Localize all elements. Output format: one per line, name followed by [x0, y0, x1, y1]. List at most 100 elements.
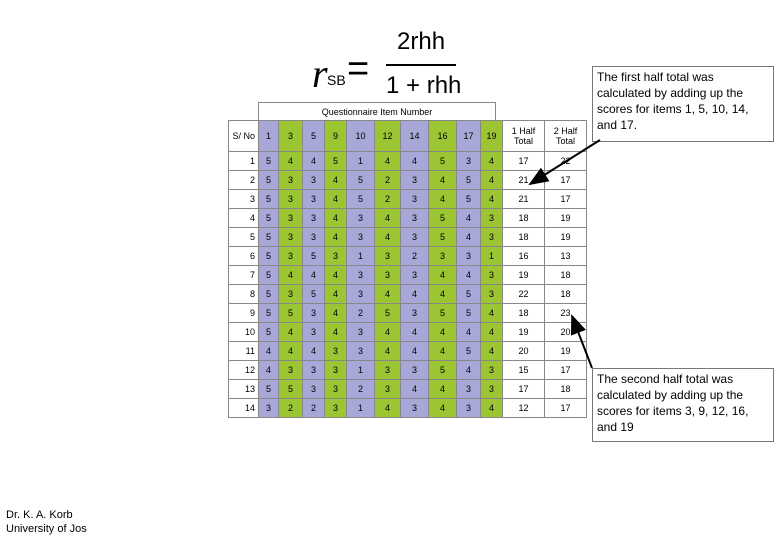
- first-half-total: 15: [502, 360, 545, 380]
- item-score: 3: [456, 379, 481, 399]
- formula-fraction-bar: [386, 64, 456, 66]
- item-score: 3: [302, 227, 325, 247]
- row-number: 8: [228, 284, 259, 304]
- item-score: 3: [374, 379, 401, 399]
- item-score: 3: [324, 398, 347, 418]
- second-half-total: 17: [544, 189, 587, 209]
- half-total-header-1: 1 Half Total: [502, 120, 545, 152]
- item-header-14: 14: [400, 120, 429, 152]
- item-score: 5: [278, 379, 303, 399]
- item-score: 3: [346, 265, 375, 285]
- row-number: 7: [228, 265, 259, 285]
- item-score: 4: [374, 151, 401, 171]
- second-half-total: 19: [544, 341, 587, 361]
- item-score: 3: [346, 341, 375, 361]
- item-header-17: 17: [456, 120, 481, 152]
- item-score: 3: [346, 227, 375, 247]
- item-score: 4: [456, 208, 481, 228]
- second-half-total: 18: [544, 379, 587, 399]
- item-score: 4: [480, 341, 503, 361]
- item-score: 5: [258, 227, 279, 247]
- first-half-total: 19: [502, 265, 545, 285]
- item-score: 5: [428, 227, 457, 247]
- formula-lhs-subscript: SB: [327, 72, 346, 88]
- item-score: 2: [400, 246, 429, 266]
- second-half-total: 23: [544, 303, 587, 323]
- item-score: 4: [324, 227, 347, 247]
- item-score: 3: [324, 360, 347, 380]
- item-score: 5: [258, 379, 279, 399]
- item-score: 5: [456, 284, 481, 304]
- first-half-total: 18: [502, 208, 545, 228]
- item-score: 4: [400, 379, 429, 399]
- first-half-total: 22: [502, 284, 545, 304]
- first-half-total: 12: [502, 398, 545, 418]
- item-score: 5: [302, 284, 325, 304]
- item-score: 3: [400, 208, 429, 228]
- item-score: 3: [480, 265, 503, 285]
- item-score: 4: [480, 189, 503, 209]
- item-header-19: 19: [480, 120, 503, 152]
- item-score: 5: [456, 189, 481, 209]
- second-half-total: 17: [544, 170, 587, 190]
- item-score: 4: [324, 208, 347, 228]
- item-score: 3: [456, 151, 481, 171]
- half-total-header-2: 2 Half Total: [544, 120, 587, 152]
- item-score: 5: [428, 208, 457, 228]
- item-score: 3: [324, 246, 347, 266]
- item-score: 4: [258, 360, 279, 380]
- item-score: 3: [278, 227, 303, 247]
- row-number: 6: [228, 246, 259, 266]
- row-number: 1: [228, 151, 259, 171]
- item-score: 4: [400, 322, 429, 342]
- row-number: 10: [228, 322, 259, 342]
- item-score: 3: [400, 398, 429, 418]
- item-score: 4: [428, 341, 457, 361]
- item-score: 3: [346, 322, 375, 342]
- author-name: Dr. K. A. Korb: [6, 509, 73, 521]
- item-score: 4: [324, 303, 347, 323]
- item-score: 4: [428, 284, 457, 304]
- item-score: 4: [480, 398, 503, 418]
- item-score: 5: [258, 303, 279, 323]
- first-half-total: 21: [502, 189, 545, 209]
- item-header-5: 5: [302, 120, 325, 152]
- item-score: 4: [374, 398, 401, 418]
- item-score: 2: [374, 189, 401, 209]
- questionnaire-item-header: Questionnaire Item Number: [258, 102, 496, 121]
- item-score: 3: [278, 189, 303, 209]
- item-score: 3: [302, 208, 325, 228]
- second-half-callout: The second half total was calculated by …: [592, 368, 774, 442]
- item-score: 5: [346, 170, 375, 190]
- item-score: 4: [480, 303, 503, 323]
- item-score: 5: [258, 284, 279, 304]
- item-score: 3: [324, 341, 347, 361]
- item-score: 4: [324, 265, 347, 285]
- author-credit: Dr. K. A. Korb University of Jos: [6, 508, 87, 536]
- item-score: 3: [302, 303, 325, 323]
- item-score: 4: [374, 341, 401, 361]
- item-score: 4: [278, 341, 303, 361]
- first-half-total: 18: [502, 303, 545, 323]
- first-half-total: 18: [502, 227, 545, 247]
- item-score: 3: [480, 284, 503, 304]
- item-score: 5: [258, 322, 279, 342]
- row-number: 2: [228, 170, 259, 190]
- item-score: 3: [428, 246, 457, 266]
- item-score: 5: [428, 360, 457, 380]
- item-score: 5: [428, 151, 457, 171]
- second-half-total: 18: [544, 265, 587, 285]
- item-score: 4: [400, 151, 429, 171]
- item-score: 1: [346, 151, 375, 171]
- second-half-total: 17: [544, 360, 587, 380]
- item-score: 5: [456, 303, 481, 323]
- item-score: 4: [302, 265, 325, 285]
- item-score: 3: [346, 208, 375, 228]
